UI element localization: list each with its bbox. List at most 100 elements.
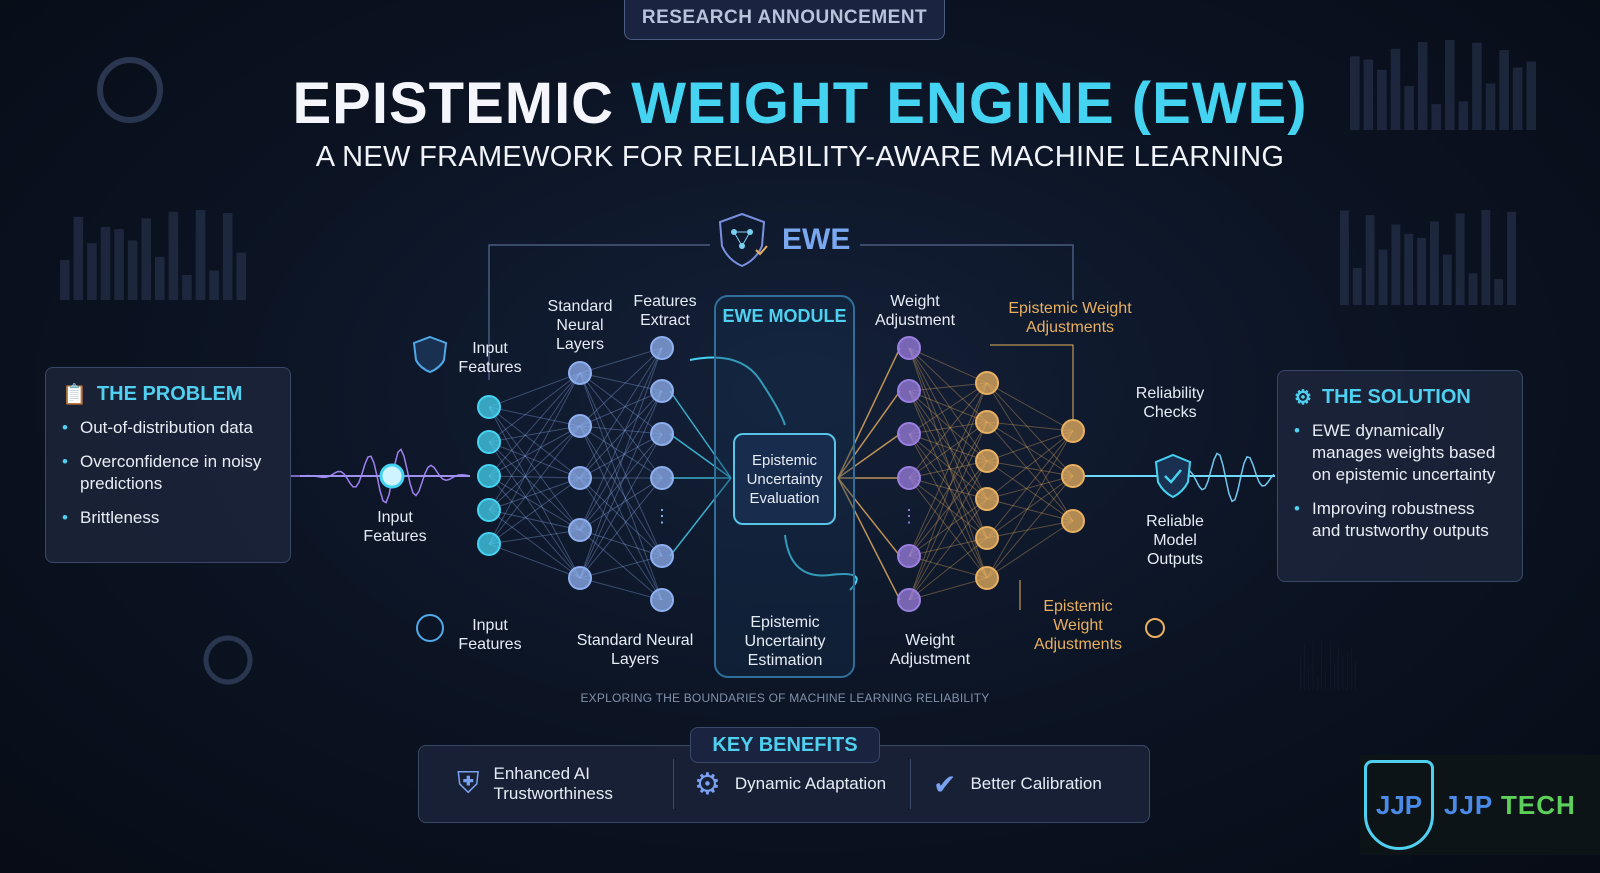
lightbulb-icon [1145,618,1165,638]
background-bar [73,216,84,300]
connection-line [579,372,663,479]
arrow-to-module [669,390,732,479]
connection-line [908,421,988,479]
neuron-node [1061,464,1085,488]
problem-item: Out-of-distribution data [62,417,274,439]
neuron-node [650,588,674,612]
input-features-bottom: Input Features [458,617,522,653]
neuron-node [650,422,674,446]
background-bar [60,260,70,300]
background-bar [1417,237,1426,305]
logo: JJP JJP TECH [1360,755,1600,855]
connection-line [986,421,1074,477]
ewa-top: Epistemic Weight Adjustments [1008,300,1132,336]
neuron-node [975,410,999,434]
connection-line [908,382,988,435]
connection-line [986,382,1074,477]
background-bar [1391,224,1401,305]
benefits-title: KEY BENEFITS [690,727,880,763]
connection-line [908,390,988,500]
connection-line [908,421,988,557]
connection-line [579,425,663,479]
clipboard-icon: 📋 [62,384,87,406]
connection-line [579,477,663,557]
connection-line [488,475,581,479]
connection-line [986,475,1074,539]
connection-line [908,477,988,500]
connection-line [488,441,581,579]
neuron-node [975,371,999,395]
connection-line [908,421,988,435]
benefit-item: ✔Better Calibration [911,759,1149,809]
connection-line [579,390,663,531]
connection-line [579,529,663,557]
connection-line [579,529,663,601]
connection-line [488,425,581,545]
neuron-node [897,422,921,446]
background-bar [1431,104,1441,130]
arrow-to-module [669,433,732,479]
background-bar [1378,249,1388,305]
background-bar [1377,69,1387,130]
neuron-node [1061,509,1085,533]
background-bar [1352,267,1362,305]
connection-line [986,520,1074,579]
logo-text-1: JJP [1444,789,1493,820]
logo-text-2: TECH [1501,789,1576,820]
connection-line [579,390,663,427]
standard-layers-bottom: Standard Neural Layers [576,632,694,668]
solution-title: THE SOLUTION [1321,386,1471,408]
background-bar [236,252,246,300]
background-bar [100,226,111,300]
connection-line [579,425,663,557]
ellipsis-dots: ⋮ [900,506,918,526]
connection-line [986,430,1074,539]
background-ring [203,635,253,685]
connection-line [579,555,663,579]
connection-line [908,477,988,539]
neuron-node [650,544,674,568]
connection-line [986,382,1074,522]
neuron-node [568,566,592,590]
connection-line [579,347,663,531]
connection-line [579,425,663,601]
announcement-badge: RESEARCH ANNOUNCEMENT [624,0,945,40]
neuron-node [650,466,674,490]
weight-adjustment-bottom: Weight Adjustment [889,632,971,668]
background-ring [97,57,163,123]
connection-line [579,433,663,479]
connection-line [986,520,1074,539]
check-mark [1164,469,1182,484]
connection-line [579,390,663,479]
shield-network-icon [718,212,768,268]
ewe-label: EWE [782,223,851,256]
connection-line [488,477,581,545]
connection-line [986,460,1074,522]
neuron-node [1061,419,1085,443]
connection-line [488,425,581,511]
connection-line [579,372,663,601]
bracket-line [990,344,1074,610]
connection-line [579,372,663,557]
problem-panel: 📋THE PROBLEM Out-of-distribution dataOve… [45,367,291,563]
connection-line [488,372,581,545]
connection-line [986,498,1074,522]
neuron-node [897,588,921,612]
connection-line [488,372,581,443]
connection-line [488,425,581,443]
problem-item: Brittleness [62,507,274,529]
connection-line [488,406,581,479]
connection-line [579,347,663,374]
benefit-label: Enhanced AI Trustworthiness [493,764,613,803]
connection-line [908,498,988,557]
connection-line [488,441,581,479]
connection-line [579,372,663,392]
background-bar [1485,83,1496,130]
connection-line [908,460,988,479]
benefit-item: ⚙Dynamic Adaptation [674,759,911,809]
neuron-node [568,414,592,438]
input-node [379,463,405,489]
connection-line [579,433,663,579]
logo-shield-icon: JJP [1364,760,1434,850]
connection-line [579,433,663,531]
